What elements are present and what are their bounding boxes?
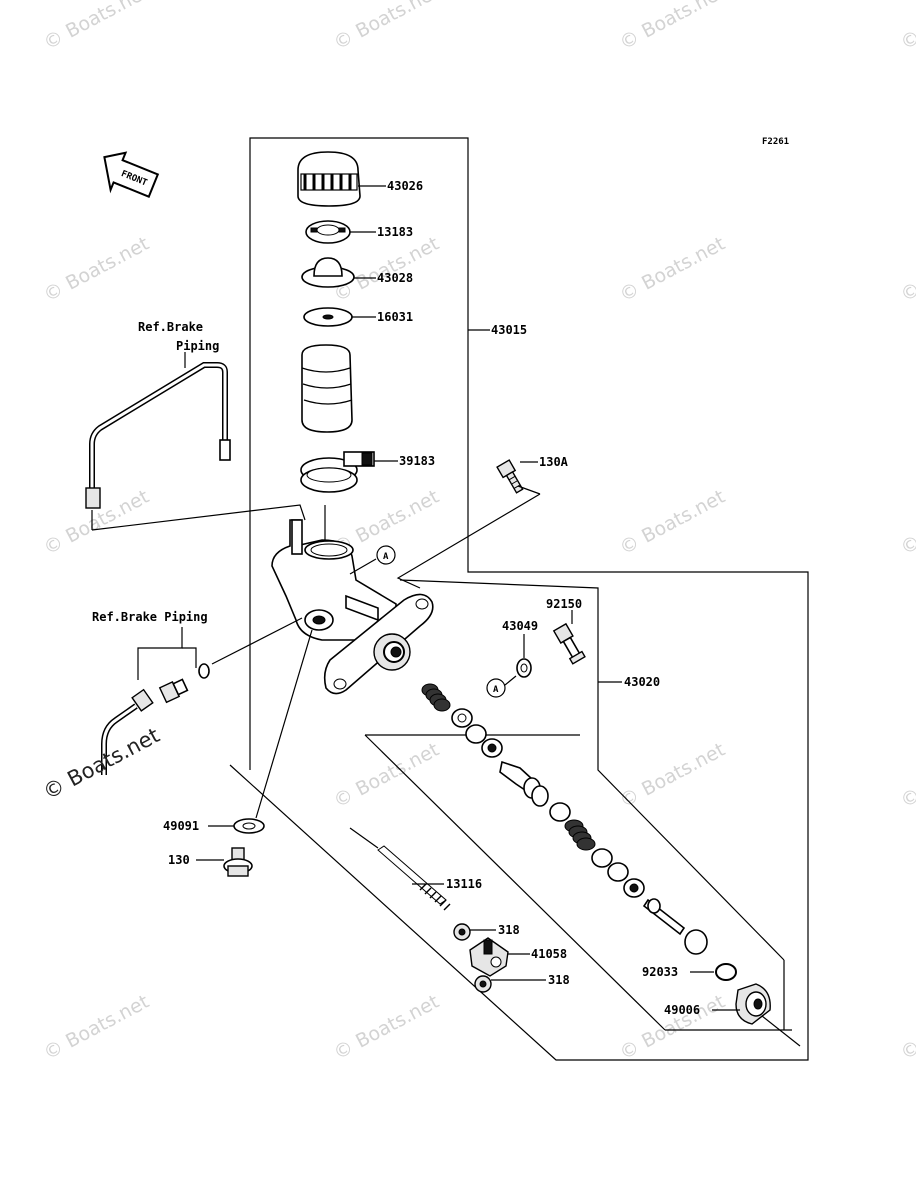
watermark: © Boats.net: [616, 991, 729, 1065]
callout-a-upper: A: [376, 545, 396, 565]
part-master-cylinder-body[interactable]: [271, 519, 434, 695]
watermark: © Boats.net: [897, 739, 916, 813]
watermark-layer: © Boats.net © Boats.net © Boats.net © Bo…: [40, 0, 916, 1064]
watermark: © Boats.net: [616, 233, 729, 307]
part-spring-primary[interactable]: [421, 683, 451, 712]
part-39183-clamp[interactable]: [300, 451, 375, 493]
part-13116-push-rod[interactable]: [349, 827, 451, 911]
part-92150-bolt[interactable]: [552, 622, 586, 665]
part-49091-gasket[interactable]: [233, 818, 265, 834]
label-13183: 13183: [377, 225, 413, 239]
label-318-upper: 318: [498, 923, 520, 937]
watermark: © Boats.net: [616, 486, 729, 560]
part-spring-secondary[interactable]: [564, 819, 596, 851]
part-92033-snap-ring[interactable]: [715, 963, 737, 981]
callout-a-lower: A: [486, 678, 506, 698]
part-piston[interactable]: [499, 760, 549, 807]
part-43026-reservoir-cap[interactable]: [297, 151, 361, 207]
label-43020: 43020: [624, 675, 660, 689]
figure-code: F2261: [762, 137, 789, 147]
watermark: © Boats.net: [616, 0, 729, 54]
brake-pipe-upper: [85, 362, 231, 509]
part-union-fitting[interactable]: [158, 678, 189, 704]
label-39183: 39183: [399, 454, 435, 468]
ref-brake-piping-upper-line2: Piping: [176, 339, 219, 353]
part-43028-diaphragm[interactable]: [301, 257, 355, 288]
label-13116: 13116: [446, 877, 482, 891]
part-cup-seal-6[interactable]: [607, 862, 629, 882]
watermark: © Boats.net: [616, 739, 729, 813]
part-cup-seal-4[interactable]: [549, 802, 571, 822]
assembly-43020-frame: [399, 579, 785, 961]
label-41058: 41058: [531, 947, 567, 961]
label-49006: 49006: [664, 1003, 700, 1017]
watermark: © Boats.net: [897, 991, 916, 1065]
watermark: © Boats.net: [897, 233, 916, 307]
part-washer-small[interactable]: [198, 663, 210, 679]
watermark: © Boats.net: [40, 991, 153, 1065]
part-41058-clevis[interactable]: [469, 937, 509, 977]
label-130: 130: [168, 853, 190, 867]
label-43015: 43015: [491, 323, 527, 337]
assembly-43015-frame: [229, 137, 809, 1061]
label-43049: 43049: [502, 619, 538, 633]
part-valve-rod[interactable]: [642, 898, 708, 955]
front-arrow-icon: FRONT: [103, 151, 160, 198]
label-16031: 16031: [377, 310, 413, 324]
ref-brake-piping-lower: Ref.Brake Piping: [92, 610, 208, 624]
watermark-bold: © Boats.net: [39, 723, 163, 804]
svg-text:A: A: [493, 685, 499, 695]
part-49006-boot[interactable]: [735, 983, 771, 1025]
svg-text:A: A: [383, 552, 389, 562]
part-cup-seal-7[interactable]: [623, 878, 645, 898]
watermark: © Boats.net: [330, 739, 443, 813]
part-43049-washer[interactable]: [516, 658, 532, 678]
part-130A-bolt[interactable]: [496, 459, 525, 495]
watermark: © Boats.net: [897, 0, 916, 54]
part-cup-seal-1[interactable]: [451, 708, 473, 728]
label-43026: 43026: [387, 179, 423, 193]
part-16031-plate[interactable]: [303, 307, 353, 327]
label-130A: 130A: [539, 455, 569, 469]
watermark: © Boats.net: [897, 486, 916, 560]
part-130-bolt[interactable]: [223, 847, 253, 877]
ref-brake-piping-upper-line1: Ref.Brake: [138, 320, 203, 334]
part-cup-seal-3[interactable]: [481, 738, 503, 758]
watermark: © Boats.net: [330, 0, 443, 54]
label-43028: 43028: [377, 271, 413, 285]
label-49091: 49091: [163, 819, 199, 833]
part-reservoir-tank[interactable]: [301, 344, 353, 433]
part-318-nut-lower[interactable]: [474, 975, 492, 993]
watermark: © Boats.net: [330, 991, 443, 1065]
part-cup-seal-5[interactable]: [591, 848, 613, 868]
watermark: © Boats.net: [40, 0, 153, 54]
label-92150: 92150: [546, 597, 582, 611]
watermark: © Boats.net: [40, 233, 153, 307]
brake-pipe-lower: [101, 688, 154, 775]
part-cup-seal-2[interactable]: [465, 724, 487, 744]
label-318-lower: 318: [548, 973, 570, 987]
part-318-nut-upper[interactable]: [453, 923, 471, 941]
part-13183-plate[interactable]: [305, 220, 351, 244]
label-92033: 92033: [642, 965, 678, 979]
